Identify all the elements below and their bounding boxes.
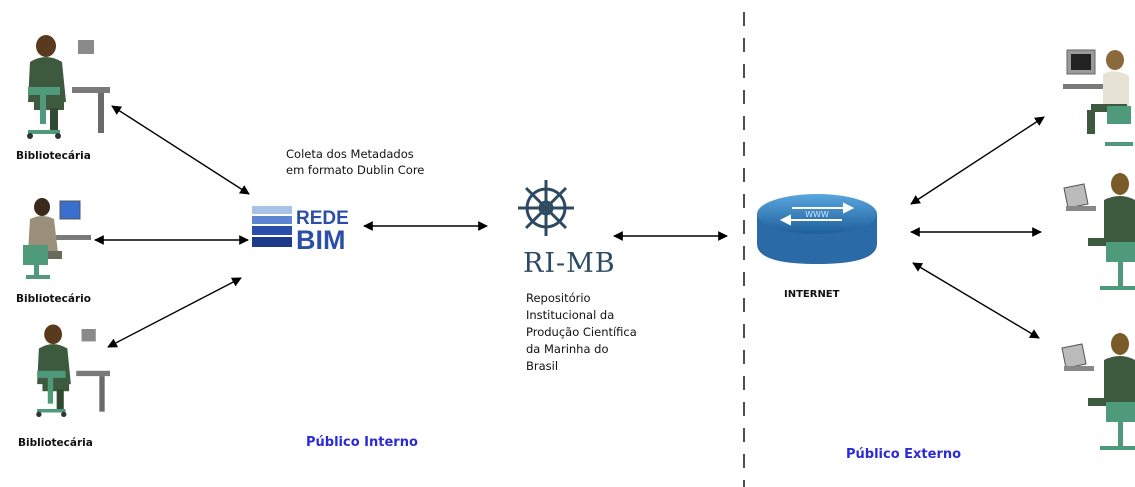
ri-mb-desc-line5: Brasil — [526, 359, 559, 373]
female-librarian-icon — [36, 324, 110, 417]
librarian-1-label: Bibliotecária — [16, 150, 91, 162]
ri-mb-description: Repositório Institucional da Produção Ci… — [526, 290, 637, 375]
female-librarian-icon — [27, 35, 110, 139]
internet-label: INTERNET — [784, 289, 840, 300]
ri-mb-desc-line4: da Marinha do — [526, 342, 609, 356]
public-internal-label: Público Interno — [306, 435, 418, 450]
ri-mb-desc-line2: Institucional da — [526, 308, 615, 322]
internet-router-icon: WWW — [757, 194, 877, 264]
external-user-laptop-icon — [1063, 173, 1135, 290]
arrow-librarian1-redebim — [111, 105, 250, 195]
librarian-3-label: Bibliotecária — [18, 437, 93, 449]
rede-bim-line2: BIM — [296, 225, 346, 255]
rede-bim-line1: REDE — [296, 208, 349, 229]
svg-text:WWW: WWW — [805, 210, 829, 219]
ri-mb-desc-line1: Repositório — [526, 291, 591, 305]
external-user-desktop-icon — [1063, 49, 1133, 146]
ri-mb-desc-line3: Produção Científica — [526, 325, 637, 339]
arrow-internet-user3 — [912, 262, 1040, 339]
ri-mb-logo-text: RI-MB — [523, 248, 616, 279]
harvest-caption-line1: Coleta dos Metadados — [286, 147, 414, 161]
arrow-librarian3-redebim — [107, 277, 242, 348]
harvest-caption: Coleta dos Metadados em formato Dublin C… — [286, 146, 424, 178]
rede-bim-logo: REDE BIM — [252, 206, 349, 255]
harvest-caption-line2: em formato Dublin Core — [286, 163, 425, 177]
public-external-label: Público Externo — [846, 447, 962, 462]
ship-wheel-icon — [518, 180, 574, 236]
librarian-2-label: Bibliotecário — [16, 293, 91, 305]
male-librarian-icon — [23, 198, 91, 279]
external-user-laptop-icon — [1061, 333, 1135, 450]
arrow-internet-user1 — [910, 116, 1045, 205]
